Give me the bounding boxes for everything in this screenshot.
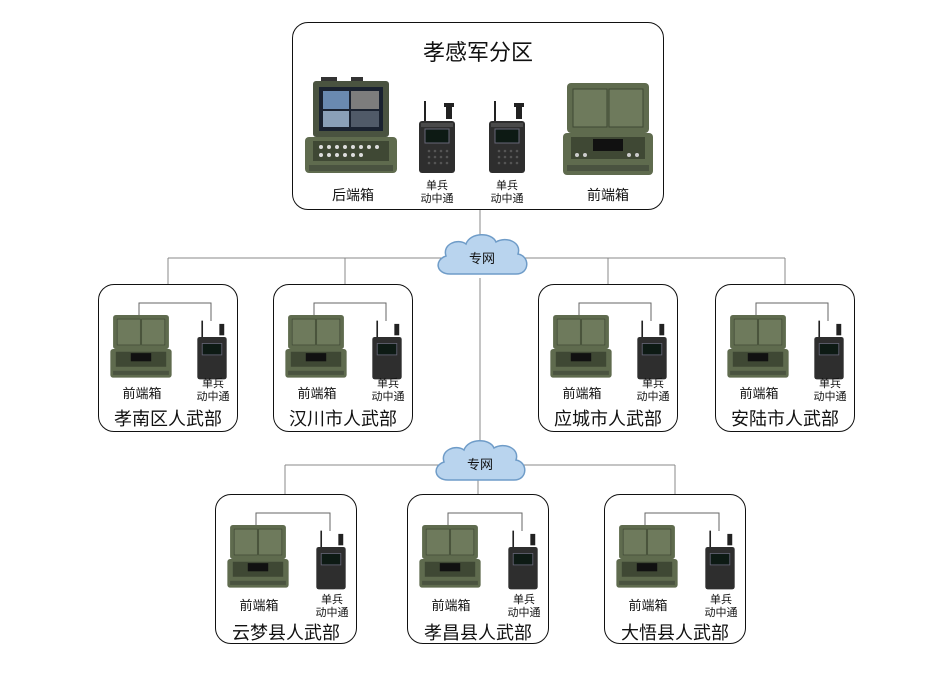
hq-device-label-1: 后端箱 (332, 188, 374, 204)
unit-name: 云梦县人武部 (232, 623, 340, 644)
unit-box-yingcheng: 前端箱 单兵 动中通 应城市人武部 (538, 284, 678, 432)
unit-link-lines (313, 302, 387, 321)
unit-front-label: 前端箱 (739, 387, 779, 402)
unit-front-label: 前端箱 (239, 599, 279, 614)
unit-name: 应城市人武部 (554, 409, 662, 430)
unit-link-lines (644, 512, 720, 531)
soldier-radio-icon (637, 320, 667, 380)
frontend-case-icon (227, 525, 289, 588)
unit-front-label: 前端箱 (297, 387, 337, 402)
hq-device-label-4: 前端箱 (587, 188, 629, 204)
unit-link-lines (755, 302, 829, 321)
unit-link-lines (447, 512, 523, 531)
unit-soldier-label: 单兵 动中通 (371, 377, 405, 403)
unit-front-label: 前端箱 (628, 599, 668, 614)
unit-soldier-label: 单兵 动中通 (704, 593, 738, 619)
backend-case-icon (305, 77, 397, 173)
unit-name: 孝南区人武部 (114, 409, 222, 430)
hq-device-label-2: 单兵 动中通 (420, 179, 454, 205)
frontend-case-icon (285, 315, 347, 378)
hq-title: 孝感军分区 (422, 41, 533, 66)
unit-box-dawu: 前端箱 单兵 动中通 大悟县人武部 (604, 494, 746, 644)
unit-name: 汉川市人武部 (289, 409, 397, 430)
frontend-case-icon (110, 315, 172, 378)
soldier-radio-icon (419, 101, 455, 173)
frontend-case-icon (563, 83, 653, 175)
frontend-case-icon (616, 525, 678, 588)
private-network-cloud-icon (435, 440, 526, 481)
unit-soldier-label: 单兵 动中通 (507, 593, 541, 619)
unit-box-xiaochang: 前端箱 单兵 动中通 孝昌县人武部 (407, 494, 549, 644)
unit-box-yunmeng: 前端箱 单兵 动中通 云梦县人武部 (215, 494, 357, 644)
unit-link-lines (138, 302, 212, 321)
cloud-label-1: 专网 (468, 252, 495, 267)
hq-box: 孝感军分区 后端箱 单兵 动中通 单兵 动中通 (292, 22, 664, 210)
hq-device-label-3: 单兵 动中通 (490, 179, 524, 205)
unit-box-anlu: 前端箱 单兵 动中通 安陆市人武部 (715, 284, 855, 432)
unit-link-lines (578, 302, 652, 321)
soldier-radio-icon (372, 320, 402, 380)
soldier-radio-icon (316, 530, 346, 590)
unit-soldier-label: 单兵 动中通 (315, 593, 349, 619)
cloud-label-2: 专网 (466, 458, 493, 473)
unit-soldier-label: 单兵 动中通 (636, 377, 670, 403)
unit-front-label: 前端箱 (562, 387, 602, 402)
private-network-cloud-icon (437, 234, 528, 275)
soldier-radio-icon (489, 101, 525, 173)
soldier-radio-icon (705, 530, 735, 590)
unit-box-xiaonan: 前端箱 单兵 动中通 孝南区人武部 (98, 284, 238, 432)
soldier-radio-icon (197, 320, 227, 380)
unit-name: 大悟县人武部 (621, 623, 729, 644)
soldier-radio-icon (814, 320, 844, 380)
unit-name: 安陆市人武部 (731, 409, 839, 430)
unit-name: 孝昌县人武部 (424, 623, 532, 644)
unit-front-label: 前端箱 (431, 599, 471, 614)
frontend-case-icon (419, 525, 481, 588)
unit-front-label: 前端箱 (122, 387, 162, 402)
unit-box-hanchuan: 前端箱 单兵 动中通 汉川市人武部 (273, 284, 413, 432)
unit-soldier-label: 单兵 动中通 (813, 377, 847, 403)
frontend-case-icon (550, 315, 612, 378)
soldier-radio-icon (508, 530, 538, 590)
unit-link-lines (255, 512, 331, 531)
frontend-case-icon (727, 315, 789, 378)
unit-soldier-label: 单兵 动中通 (196, 377, 230, 403)
